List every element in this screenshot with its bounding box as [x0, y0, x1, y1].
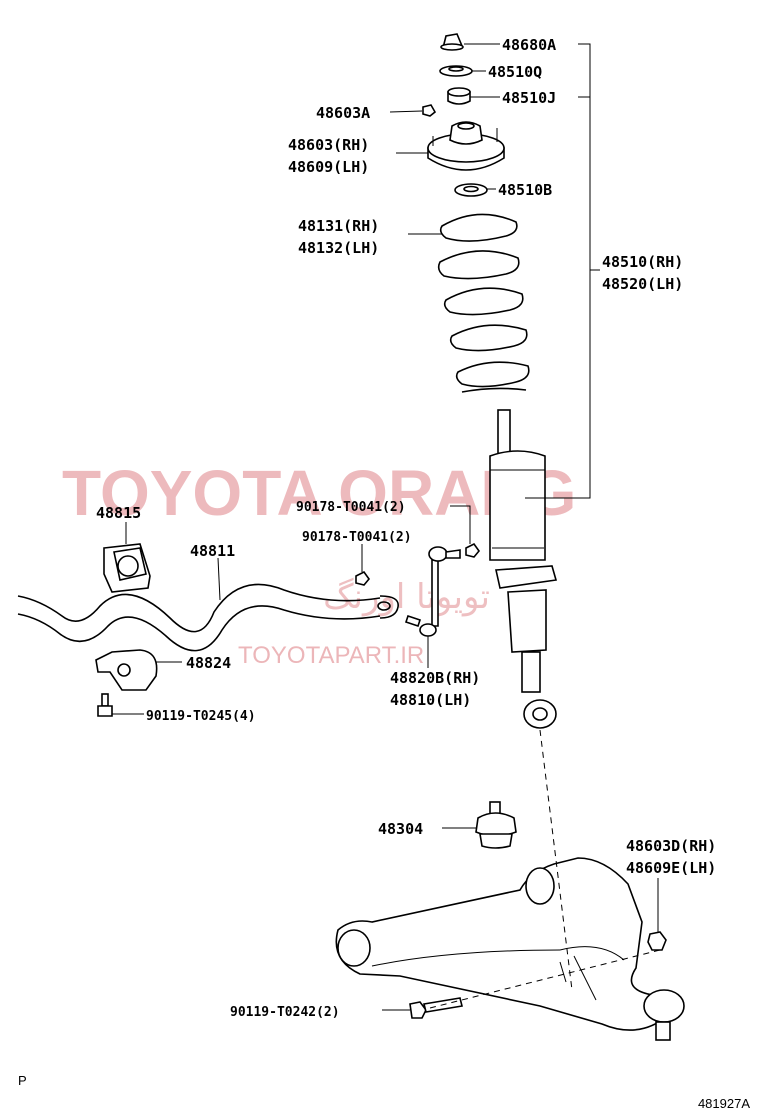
nut-90178-a	[465, 542, 481, 558]
watermark-persian: تویوتا اورنگ	[323, 577, 490, 617]
label-90119-T0242: 90119-T0242(2)	[230, 1005, 340, 1020]
label-48510Q: 48510Q	[488, 63, 542, 81]
nut-48603D	[647, 931, 667, 951]
bolt-90119-T0242	[409, 997, 463, 1019]
label-90178-a: 90178-T0041(2)	[296, 500, 406, 515]
leader-lines	[112, 43, 659, 1011]
label-48609E-lh: 48609E(LH)	[626, 859, 716, 877]
label-48609-lh: 48609(LH)	[288, 158, 369, 176]
label-48810-lh: 48810(LH)	[390, 691, 471, 709]
label-48603A: 48603A	[316, 104, 370, 122]
label-48510B: 48510B	[498, 181, 552, 199]
lower-control-arm	[335, 857, 685, 1041]
label-48680A: 48680A	[502, 36, 556, 54]
label-48510J: 48510J	[502, 89, 556, 107]
cap-48680A	[440, 33, 464, 51]
clamp-48824	[95, 649, 158, 691]
label-48603-rh: 48603(RH)	[288, 136, 369, 154]
label-90178-b: 90178-T0041(2)	[302, 530, 412, 545]
bushing-48510J	[447, 87, 471, 105]
bushing-48815	[103, 543, 151, 593]
label-48131-rh: 48131(RH)	[298, 217, 379, 235]
watermark-url: TOYOTAPART.IR	[238, 642, 424, 669]
label-48510-rh: 48510(RH)	[602, 253, 683, 271]
stabilizer-bar-48811	[17, 583, 399, 652]
label-48820B-rh: 48820B(RH)	[390, 669, 480, 687]
label-90119-T0245: 90119-T0245(4)	[146, 709, 256, 724]
label-48603D-rh: 48603D(RH)	[626, 837, 716, 855]
stabilizer-link-48820	[404, 546, 461, 637]
nut-48603A	[422, 104, 437, 117]
coil-spring-48131	[437, 213, 530, 393]
upper-mount-48603	[427, 121, 505, 171]
label-48811: 48811	[190, 542, 235, 560]
diagram-code: 481927A	[698, 1096, 750, 1111]
bump-stop-48304	[475, 801, 517, 849]
label-48815: 48815	[96, 504, 141, 522]
label-48520-lh: 48520(LH)	[602, 275, 683, 293]
bolt-90119-T0245	[97, 693, 113, 717]
washer-48510Q	[439, 65, 473, 77]
nut-90178-b	[355, 570, 371, 586]
label-48824: 48824	[186, 654, 231, 672]
label-48132-lh: 48132(LH)	[298, 239, 379, 257]
shock-absorber-48510	[489, 409, 558, 729]
label-48304: 48304	[378, 820, 423, 838]
seat-48510B	[454, 183, 488, 197]
corner-mark-left: P	[18, 1073, 27, 1088]
